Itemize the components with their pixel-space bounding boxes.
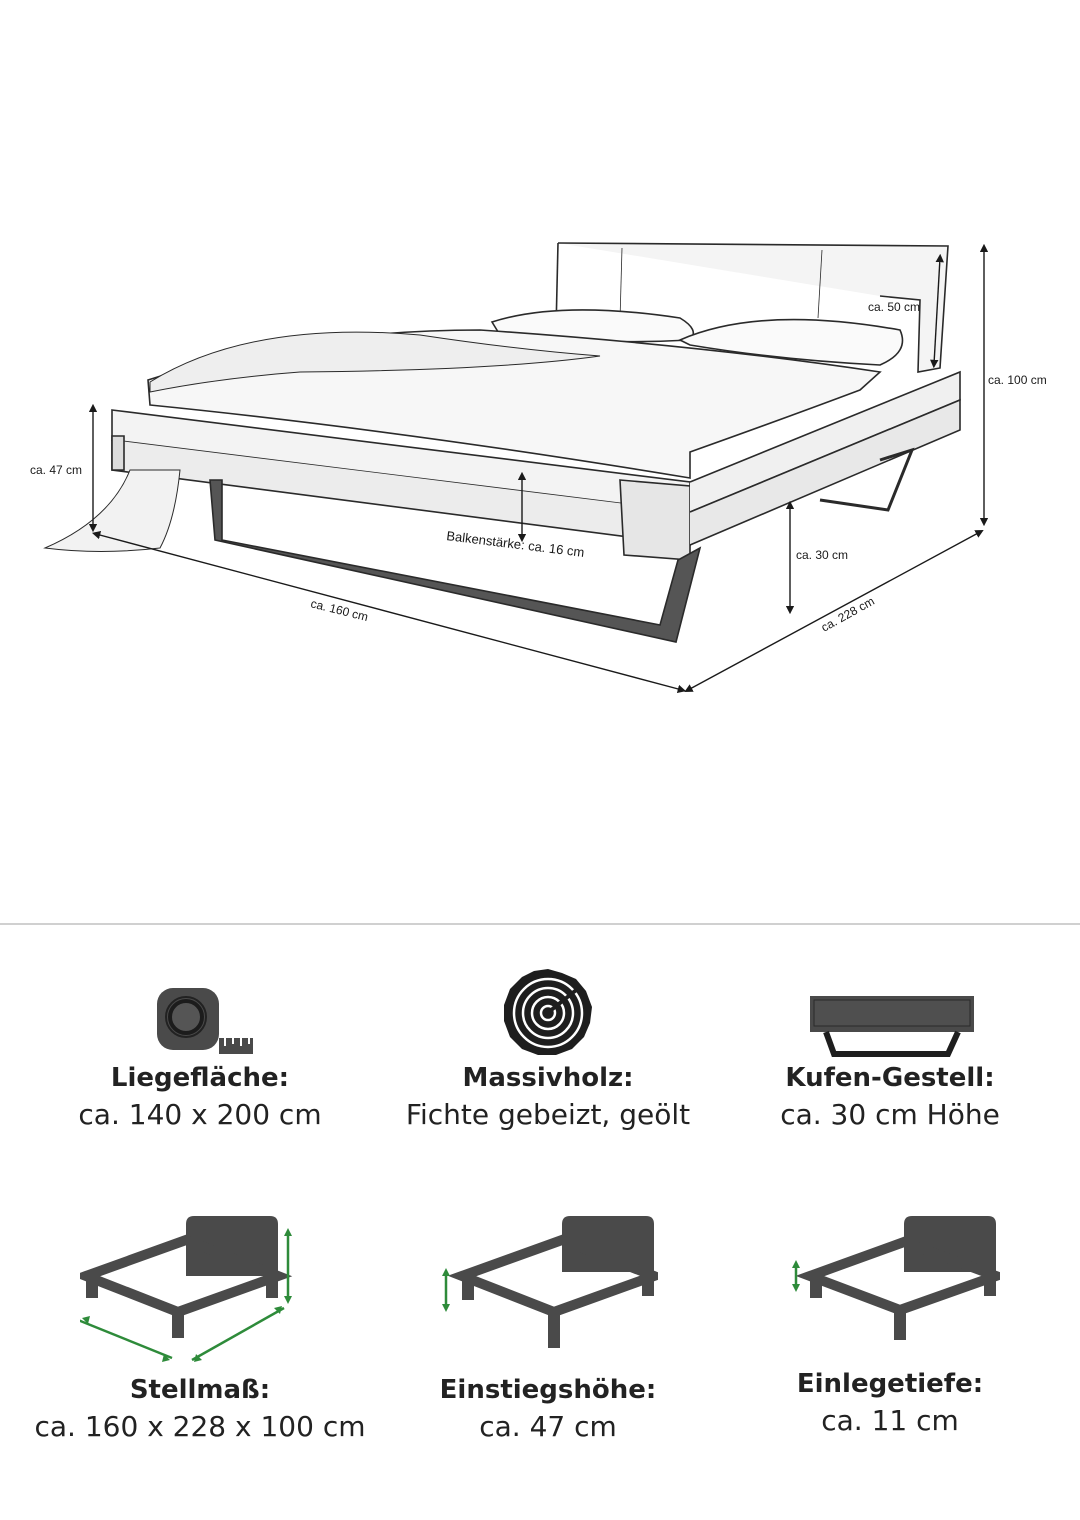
feature-stellmass: Stellmaß: ca. 160 x 228 x 100 cm [20, 1212, 380, 1446]
section-divider [0, 923, 1080, 925]
tape-measure-icon [157, 988, 253, 1054]
bed-insert-depth-icon [792, 1216, 1000, 1340]
feature-value: ca. 30 cm Höhe [780, 1098, 1000, 1131]
beam-thickness-label: Balkenstärke: ca. 16 cm [446, 528, 586, 560]
entry-height-label: ca. 47 cm [30, 463, 82, 477]
feature-massivholz: Massivholz: Fichte gebeizt, geölt [368, 965, 728, 1134]
feature-value: ca. 140 x 200 cm [78, 1098, 322, 1131]
runner-frame-icon [810, 996, 974, 1057]
feature-liegeflaeche: Liegefläche: ca. 140 x 200 cm [20, 980, 380, 1134]
feature-title: Einlegetiefe: [796, 1369, 984, 1399]
feature-kufen-gestell: Kufen-Gestell: ca. 30 cm Höhe [710, 992, 1070, 1134]
feature-title: Einstiegshöhe: [439, 1375, 657, 1405]
width-label: ca. 160 cm [309, 596, 369, 624]
runner-height-label: ca. 30 cm [796, 548, 848, 562]
bed-sketch [43, 242, 961, 643]
feature-value: ca. 160 x 228 x 100 cm [34, 1410, 366, 1443]
feature-value: Fichte gebeizt, geölt [405, 1098, 691, 1131]
bed-dimensions-icon [80, 1216, 293, 1362]
dimension-lines [88, 243, 989, 693]
feature-einstiegshoehe: Einstiegshöhe: ca. 47 cm [368, 1214, 728, 1446]
feature-title: Kufen-Gestell: [785, 1063, 995, 1093]
feature-title: Liegefläche: [110, 1063, 290, 1093]
feature-title: Stellmaß: [129, 1375, 271, 1405]
feature-title: Massivholz: [462, 1063, 634, 1093]
bed-dimension-drawing: ca. 50 cm ca. 100 cm ca. 47 cm Balkenstä… [30, 242, 1047, 693]
total-height-label: ca. 100 cm [988, 373, 1047, 387]
bed-entry-height-icon [442, 1216, 658, 1348]
feature-einlegetiefe: Einlegetiefe: ca. 11 cm [710, 1214, 1070, 1440]
feature-value: ca. 47 cm [479, 1410, 617, 1443]
feature-value: ca. 11 cm [821, 1404, 959, 1437]
headboard-height-label: ca. 50 cm [868, 300, 920, 314]
wood-rings-icon [504, 969, 592, 1055]
